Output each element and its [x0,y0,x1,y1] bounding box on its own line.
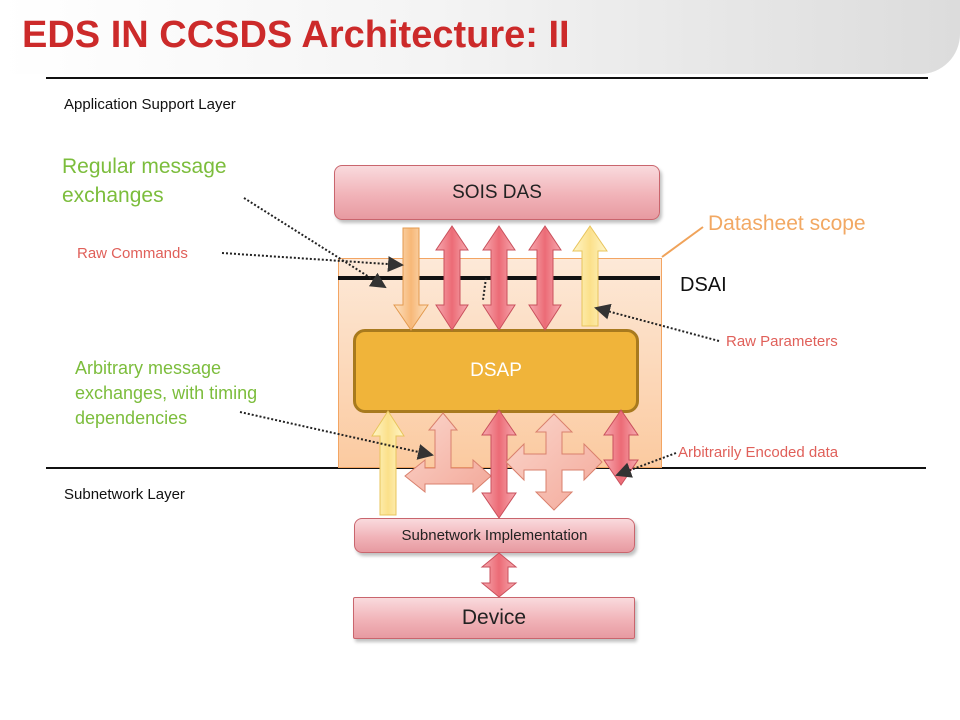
dsap-subnetwork-double-arrow [481,409,517,519]
subnetwork-layer-label: Subnetwork Layer [64,486,185,503]
raw-parameters-pointer [594,303,720,342]
sois-das-box: SOIS DAS [334,165,660,220]
dsai-label: DSAI [680,274,727,296]
title-band [0,0,960,74]
application-support-layer-label: Application Support Layer [64,96,236,113]
regular-message-label: Regular message exchanges [62,152,227,210]
raw-parameters-label: Raw Parameters [726,333,838,350]
sois-das-label: SOIS DAS [452,181,542,203]
arbitrary-message-label: Arbitrary message exchanges, with timing… [75,356,257,431]
arbitrarily-encoded-data-label: Arbitrarily Encoded data [678,444,839,461]
raw-commands-label: Raw Commands [77,245,188,262]
regular-message-double-arrow-1 [435,225,469,331]
arbitrary-message-line3: dependencies [75,408,188,428]
arbitrarily-encoded-pointer [615,452,677,478]
dsap-box: DSAP [353,329,639,413]
datasheet-scope-pointer [661,226,704,258]
subnetwork-device-double-arrow [480,552,518,598]
arbitrary-message-pointer [239,411,434,460]
arbitrary-bent-double-arrow [404,412,492,494]
regular-message-pointer [243,197,387,289]
datasheet-scope-label: Datasheet scope [708,212,866,235]
four-way-arrow [505,413,603,511]
raw-commands-down-arrow [393,227,429,331]
regular-message-line2: exchanges [62,184,164,207]
layer-divider [46,467,926,469]
regular-message-double-arrow-3 [528,225,562,331]
device-label: Device [461,606,527,629]
regular-message-pointer-short [482,277,487,301]
raw-parameters-up-arrow [572,225,608,327]
subnetwork-up-arrow [371,410,405,516]
slide-title: EDS IN CCSDS Architecture: II [22,14,570,56]
arbitrarily-encoded-double-arrow [603,409,639,486]
subnetwork-implementation-label: Subnetwork Implementation [401,527,588,544]
dsap-label: DSAP [470,360,522,381]
regular-message-line1: Regular message [62,155,227,178]
arbitrary-message-line1: Arbitrary message [75,358,222,378]
device-box: Device [353,597,635,639]
subnetwork-implementation-box: Subnetwork Implementation [354,518,635,553]
arbitrary-message-line2: exchanges, with timing [75,383,258,403]
regular-message-double-arrow-2 [482,225,516,331]
raw-commands-pointer [221,252,404,273]
top-divider [46,77,928,79]
